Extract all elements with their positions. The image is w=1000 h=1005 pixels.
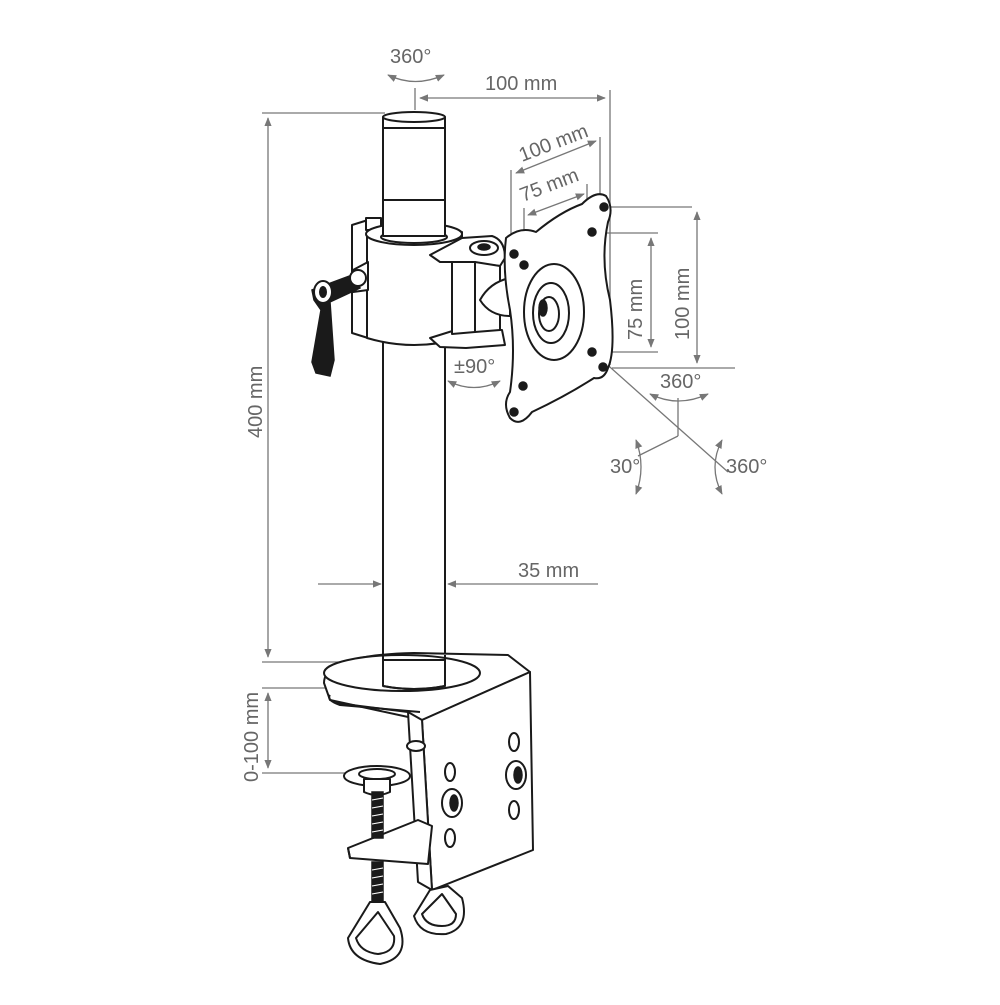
dimension-lines xyxy=(262,88,735,774)
tilt-head-swivel-label: ±90° xyxy=(454,356,495,378)
swivel-bracket xyxy=(429,235,511,349)
dimension-labels: 360° 100 mm 100 mm 75 mm 75 mm 100 mm 40… xyxy=(241,46,767,782)
vesa-small-h-label: 75 mm xyxy=(517,164,582,206)
swivel-label: 360° xyxy=(726,456,767,478)
pole-height-label: 400 mm xyxy=(245,366,267,438)
vesa-large-h-label: 100 mm xyxy=(516,120,591,166)
arm-offset-label: 100 mm xyxy=(485,73,557,95)
pole-diameter-label: 35 mm xyxy=(518,560,579,582)
plate-rotation-label: 360° xyxy=(660,371,701,393)
vesa-plate xyxy=(503,193,614,423)
vesa-small-v-label: 75 mm xyxy=(625,279,647,340)
pole-rotation-label: 360° xyxy=(390,46,431,68)
clamp-range-label: 0-100 mm xyxy=(241,692,263,782)
vesa-large-v-label: 100 mm xyxy=(672,268,694,340)
desk-clamp xyxy=(323,652,534,965)
pole xyxy=(382,111,446,688)
tilt-label: 30° xyxy=(610,456,640,478)
rotation-symbols xyxy=(387,74,723,495)
